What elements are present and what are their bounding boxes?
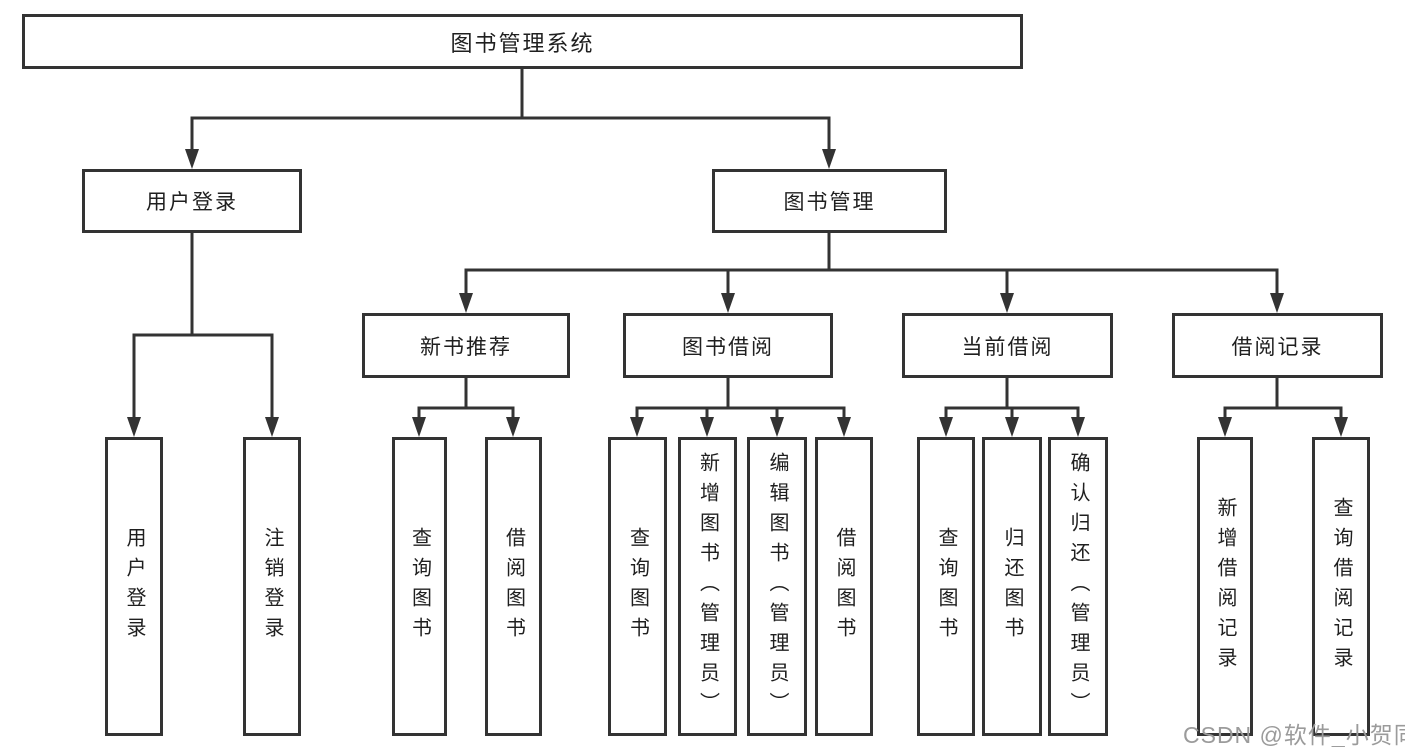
leaf-query-books-2: 查询图书 [608,437,667,736]
leaf-query-books-3-label: 查询图书 [935,526,957,647]
leaf-add-borrow-record: 新增借阅记录 [1197,437,1253,736]
node-book-borrowing-label: 图书借阅 [682,335,774,359]
leaf-logout-login: 注销登录 [243,437,301,736]
node-borrowing-records-label: 借阅记录 [1231,335,1324,359]
leaf-query-books-1-label: 查询图书 [408,526,431,647]
node-book-management-label: 图书管理 [783,191,876,214]
node-book-management: 图书管理 [712,169,947,233]
leaf-logout-login-label: 注销登录 [261,526,283,647]
leaf-user-login-label: 用户登录 [123,526,145,647]
node-user-login: 用户登录 [82,169,302,233]
leaf-borrow-books-1-label: 借阅图书 [502,526,525,647]
leaf-add-book-admin-label: 新增图书（管理员） [696,451,719,722]
leaf-query-borrow-record: 查询借阅记录 [1312,437,1370,736]
leaf-query-books-2-label: 查询图书 [626,526,649,647]
leaf-borrow-books-2-label: 借阅图书 [833,526,855,647]
node-new-book-recommend: 新书推荐 [362,313,570,378]
leaf-query-books-1: 查询图书 [392,437,447,736]
node-current-borrowing: 当前借阅 [902,313,1113,378]
node-current-borrowing-label: 当前借阅 [961,335,1054,359]
leaf-borrow-books-2: 借阅图书 [815,437,873,736]
node-new-book-recommend-label: 新书推荐 [420,335,512,359]
node-library-system-label: 图书管理系统 [450,30,595,56]
node-book-borrowing: 图书借阅 [623,313,833,378]
leaf-query-books-3: 查询图书 [917,437,975,736]
leaf-return-book-label: 归还图书 [1001,526,1023,647]
leaf-edit-book-admin: 编辑图书（管理员） [747,437,807,736]
watermark: CSDN @软件_小贺同学 [1183,722,1405,747]
leaf-add-borrow-record-label: 新增借阅记录 [1214,496,1236,677]
leaf-query-borrow-record-label: 查询借阅记录 [1330,496,1352,677]
leaf-borrow-books-1: 借阅图书 [485,437,542,736]
node-library-system: 图书管理系统 [22,14,1023,69]
leaf-confirm-return-admin: 确认归还（管理员） [1048,437,1108,736]
leaf-add-book-admin: 新增图书（管理员） [678,437,737,736]
leaf-return-book: 归还图书 [982,437,1042,736]
leaf-confirm-return-admin-label: 确认归还（管理员） [1067,451,1089,722]
leaf-user-login: 用户登录 [105,437,163,736]
arrowhead-icons [127,149,1348,437]
leaf-edit-book-admin-label: 编辑图书（管理员） [766,451,788,722]
node-borrowing-records: 借阅记录 [1172,313,1383,378]
node-user-login-label: 用户登录 [146,191,238,214]
